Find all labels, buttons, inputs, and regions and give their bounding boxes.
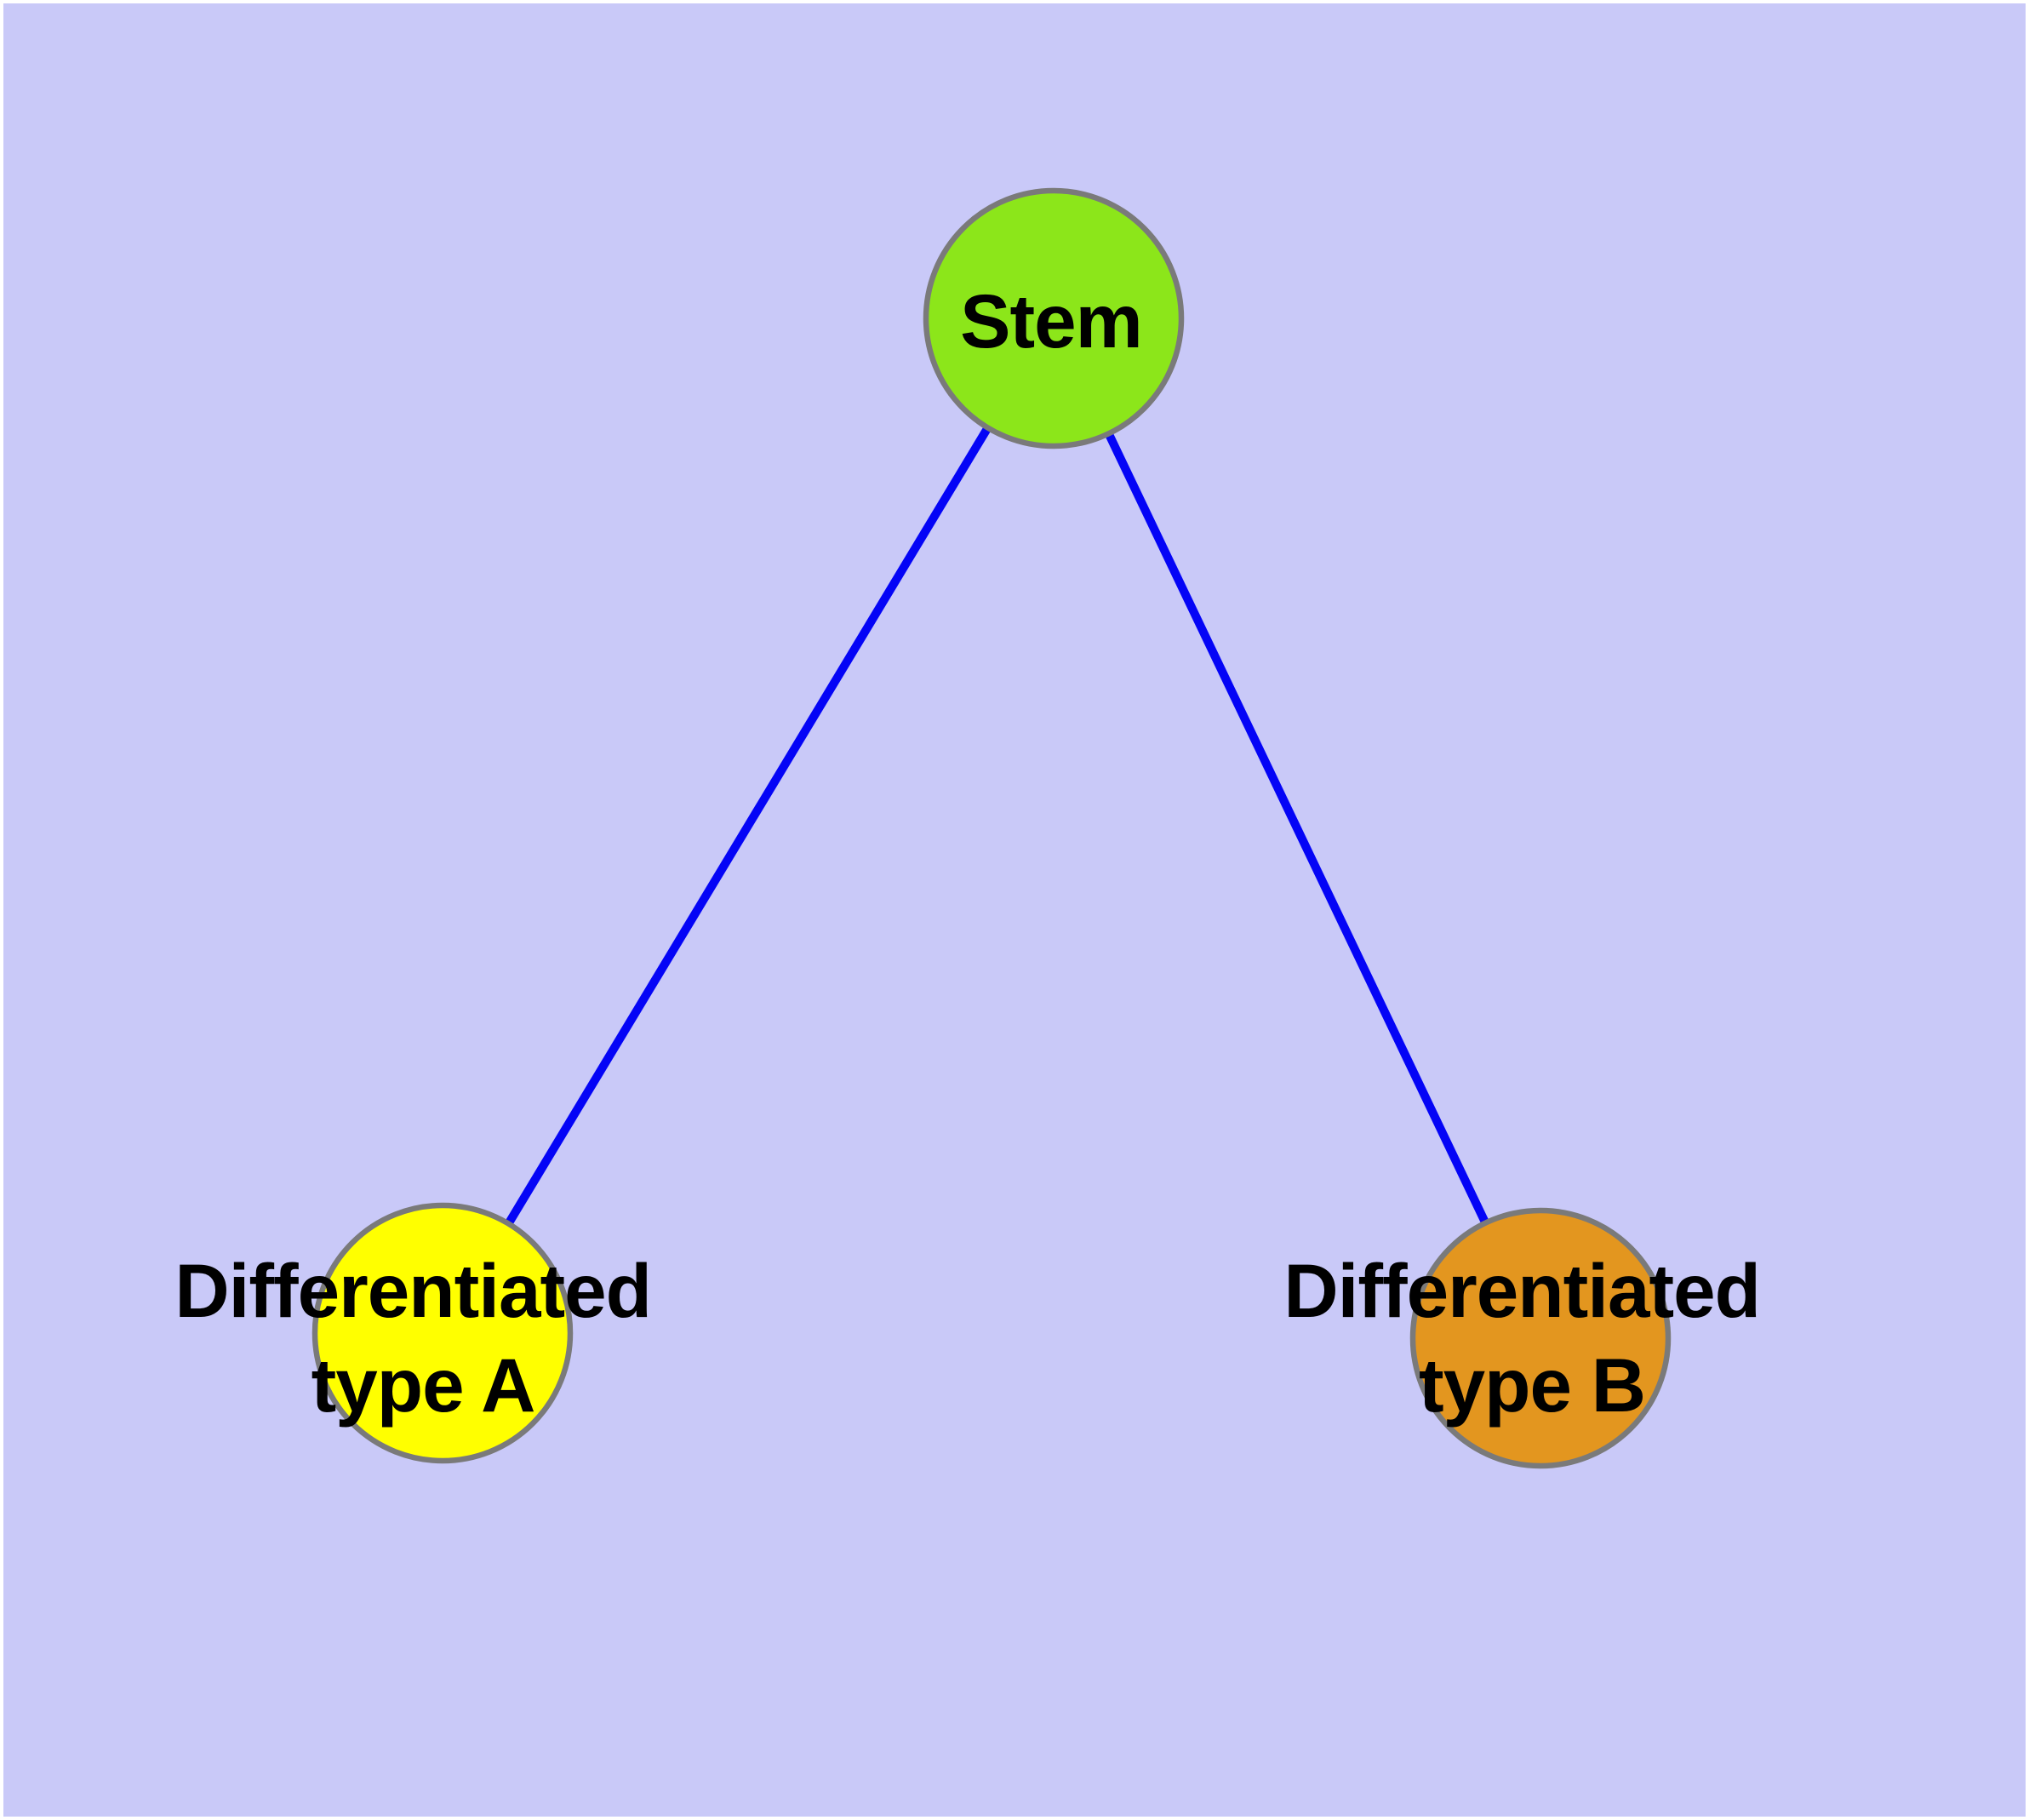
node-type-a-label-line1: Differentiated [174,1248,651,1333]
node-type-b-label-line1: Differentiated [1283,1248,1760,1333]
node-stem-label: Stem [960,278,1142,363]
node-type-b-label-line2: type B [1419,1342,1645,1428]
node-type-a-label-line2: type A [311,1342,535,1428]
edge-stem-to-type-a [438,316,1058,1336]
node-type-a-circle [311,1202,574,1464]
node-type-a-label: Differentiated type A [174,1248,671,1428]
node-type-b-label: Differentiated type B [1283,1248,1780,1428]
edge-stem-to-type-b [1049,316,1545,1341]
node-stem-circle [923,187,1185,449]
node-type-b-circle [1409,1207,1672,1469]
